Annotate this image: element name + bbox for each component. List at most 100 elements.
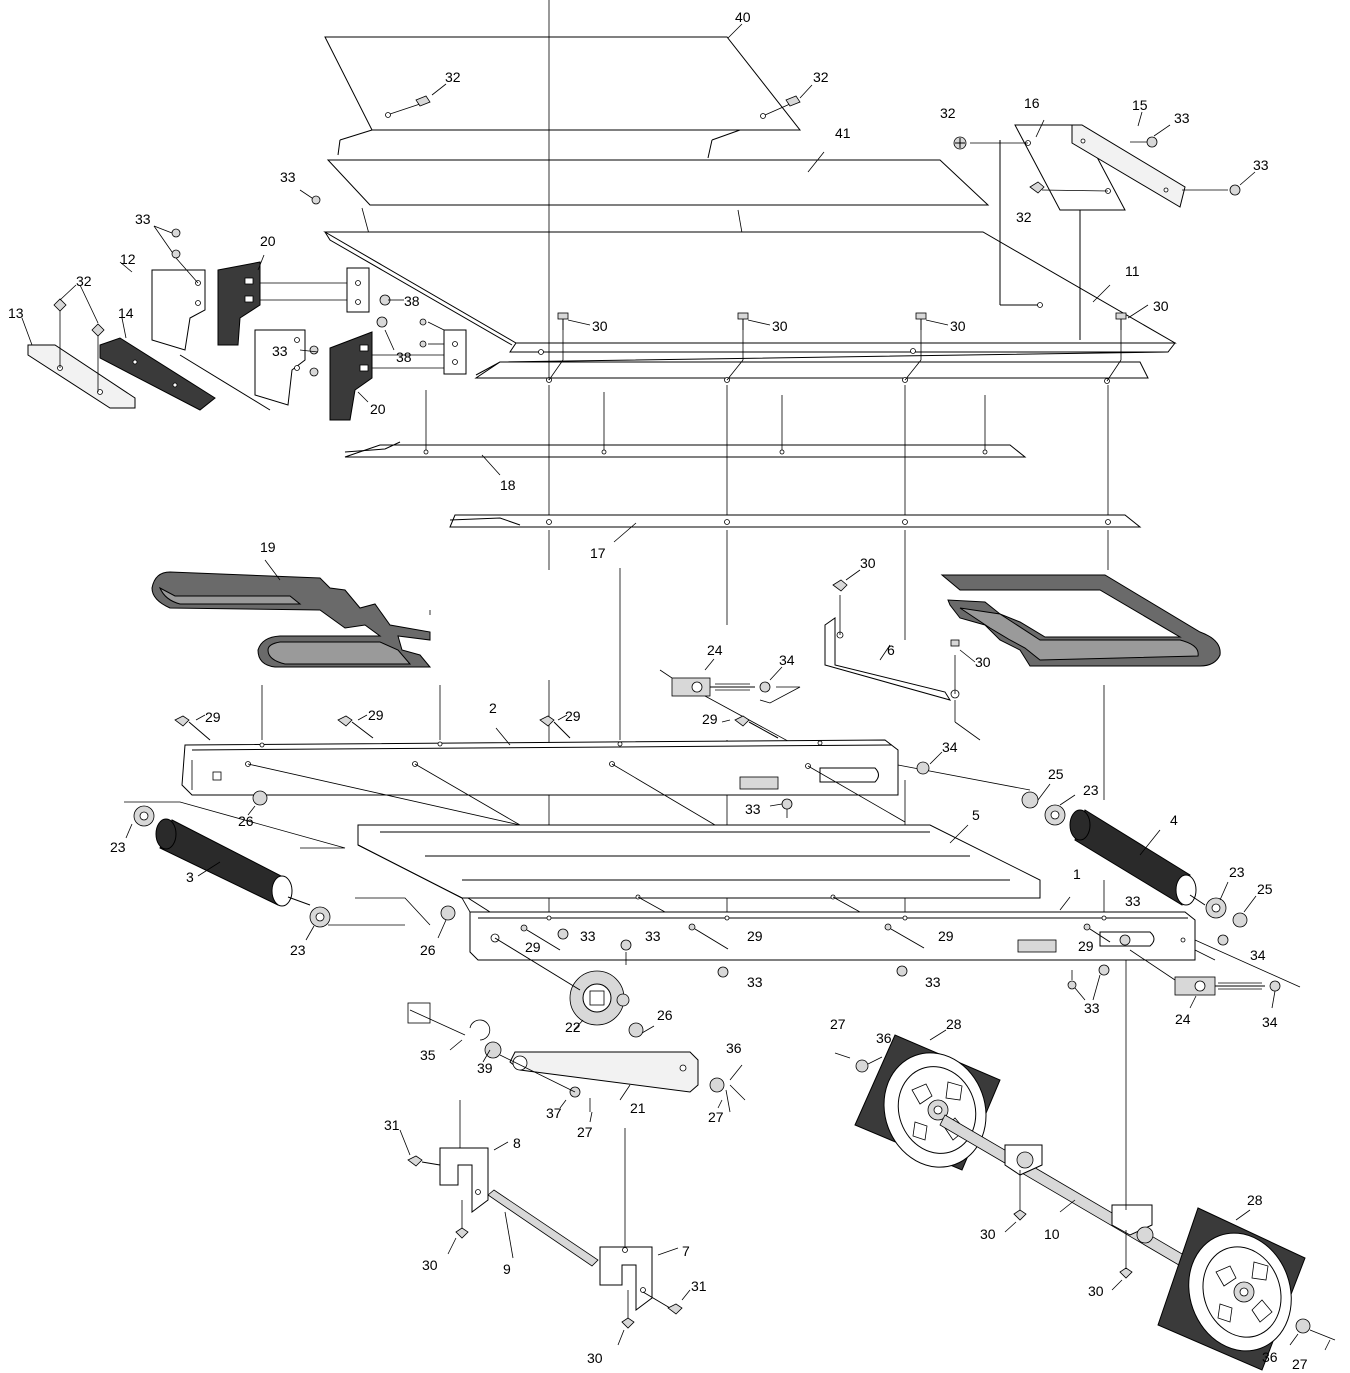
- callout-37: 37: [546, 1105, 562, 1121]
- callout-20: 20: [260, 233, 276, 249]
- callout-33: 33: [1084, 1000, 1100, 1016]
- wheel-28-left: [834, 1029, 1001, 1171]
- callout-30: 30: [975, 654, 991, 670]
- side-plate-12b: [254, 329, 306, 406]
- screw-30-a: [557, 312, 591, 330]
- callout-29: 29: [1078, 938, 1094, 954]
- callout-36: 36: [1262, 1349, 1278, 1365]
- callout-33: 33: [925, 974, 941, 990]
- top-cover-40: [324, 23, 813, 159]
- callout-27: 27: [830, 1016, 846, 1032]
- screw-30-d: [1115, 304, 1149, 330]
- callout-29: 29: [525, 939, 541, 955]
- bracket-8: [399, 1100, 509, 1255]
- callout-1: 1: [1073, 866, 1081, 882]
- nuts-33-left: [153, 189, 321, 284]
- callout-30: 30: [772, 318, 788, 334]
- bracket-7: [599, 1128, 691, 1346]
- callout-33: 33: [1125, 893, 1141, 909]
- callout-26: 26: [238, 813, 254, 829]
- callout-30: 30: [1153, 298, 1169, 314]
- callout-28: 28: [946, 1016, 962, 1032]
- belt-19: [151, 559, 432, 668]
- callout-34: 34: [1262, 1014, 1278, 1030]
- callout-30: 30: [422, 1257, 438, 1273]
- callout-16: 16: [1024, 95, 1040, 111]
- callout-6: 6: [887, 642, 895, 658]
- callout-8: 8: [513, 1135, 521, 1151]
- callout-33: 33: [272, 343, 288, 359]
- callout-34: 34: [942, 739, 958, 755]
- callout-32: 32: [76, 273, 92, 289]
- callout-33: 33: [745, 801, 761, 817]
- callout-25: 25: [1048, 766, 1064, 782]
- callout-30: 30: [860, 555, 876, 571]
- callout-23: 23: [1083, 782, 1099, 798]
- callout-23: 23: [110, 839, 126, 855]
- rail-18: [344, 390, 1027, 476]
- callout-27: 27: [708, 1109, 724, 1125]
- mount-block: [260, 267, 467, 377]
- bracket-6: [824, 569, 981, 741]
- nut-33-frame2: [769, 798, 793, 818]
- bracket-16: [953, 119, 1126, 211]
- linkage-21: [407, 1002, 746, 1123]
- bolts-29-top: [174, 714, 779, 741]
- callout-5: 5: [972, 807, 980, 823]
- side-frame-1: [461, 894, 1301, 988]
- clamp-13: [21, 284, 136, 409]
- callout-32: 32: [813, 69, 829, 85]
- tensioner-24-bottom: [1067, 970, 1281, 1009]
- callout-38: 38: [396, 349, 412, 365]
- strip-14: [99, 317, 216, 411]
- callout-26: 26: [420, 942, 436, 958]
- callout-36: 36: [726, 1040, 742, 1056]
- callout-21: 21: [630, 1100, 646, 1116]
- callout-31: 31: [691, 1278, 707, 1294]
- callout-15: 15: [1132, 97, 1148, 113]
- callout-31: 31: [384, 1117, 400, 1133]
- callout-29: 29: [747, 928, 763, 944]
- callout-13: 13: [8, 305, 24, 321]
- callout-41: 41: [835, 125, 851, 141]
- callout-27: 27: [1292, 1356, 1308, 1372]
- callout-30: 30: [587, 1350, 603, 1366]
- bearings-26-left: [247, 790, 456, 939]
- callout-36: 36: [876, 1030, 892, 1046]
- callout-12: 12: [120, 251, 136, 267]
- callout-33: 33: [645, 928, 661, 944]
- callout-22: 22: [565, 1019, 581, 1035]
- callout-38: 38: [404, 293, 420, 309]
- bolts-29-bottom: [520, 923, 1229, 978]
- screw-30-c: [915, 312, 949, 330]
- hopper-frame-11: [323, 140, 1177, 384]
- callout-11: 11: [1125, 263, 1140, 279]
- belt-19-right: [940, 574, 1221, 667]
- callout-30: 30: [950, 318, 966, 334]
- side-frame-2: [181, 727, 1031, 826]
- callout-28: 28: [1247, 1192, 1263, 1208]
- callout-24: 24: [1175, 1011, 1191, 1027]
- callout-29: 29: [938, 928, 954, 944]
- callout-33: 33: [580, 928, 596, 944]
- callout-32: 32: [940, 105, 956, 121]
- callout-labels: 40 32 32 41 33 32 16 15 33 33 32 11 30 3…: [8, 9, 1308, 1372]
- gear-22: [494, 937, 655, 1038]
- callout-27: 27: [577, 1124, 593, 1140]
- callout-34: 34: [1250, 947, 1266, 963]
- roller-4: [1021, 783, 1257, 928]
- nut-34-frame2: [916, 751, 943, 775]
- callout-23: 23: [290, 942, 306, 958]
- callout-29: 29: [368, 707, 384, 723]
- callout-33: 33: [135, 211, 151, 227]
- rail-17: [449, 0, 1142, 543]
- callout-10: 10: [1044, 1226, 1060, 1242]
- callout-32: 32: [1016, 209, 1032, 225]
- callout-29: 29: [702, 711, 718, 727]
- callout-32: 32: [445, 69, 461, 85]
- roller-3: [124, 801, 431, 941]
- callout-18: 18: [500, 477, 516, 493]
- callout-33: 33: [747, 974, 763, 990]
- callout-14: 14: [118, 305, 134, 321]
